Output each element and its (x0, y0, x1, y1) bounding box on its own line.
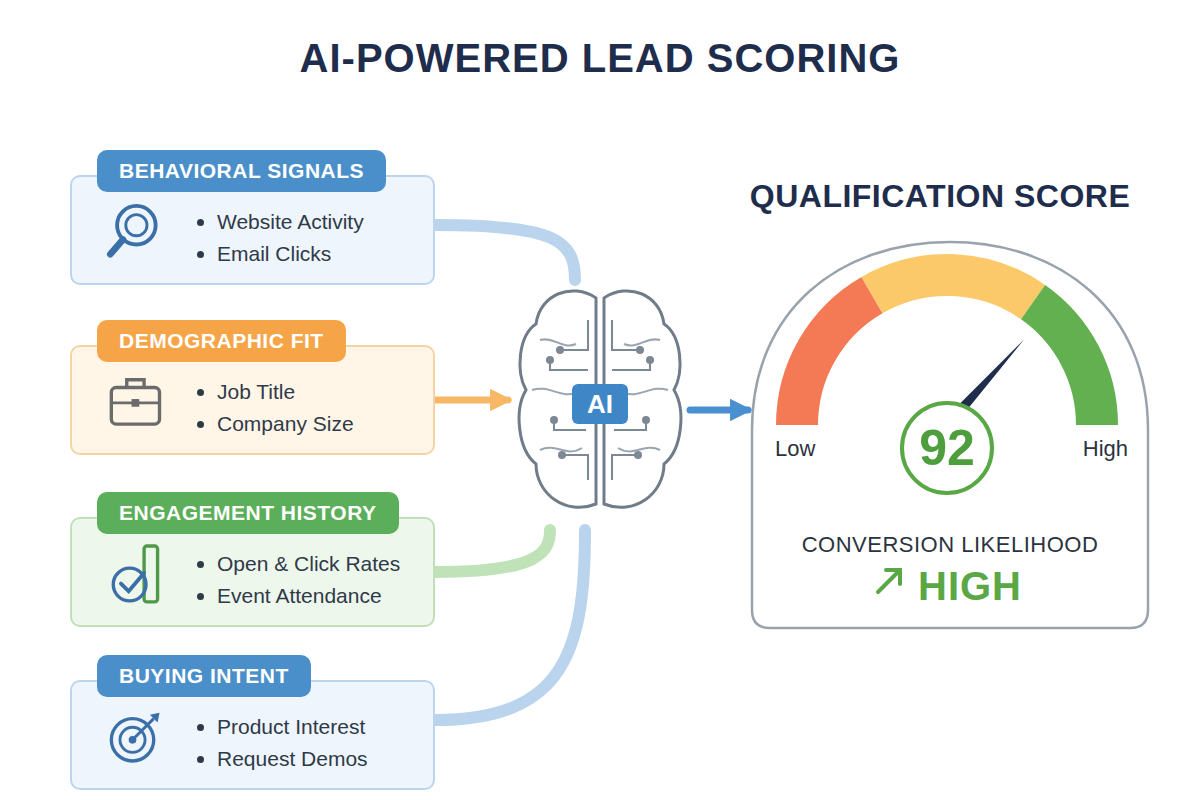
bullet-item: Job Title (197, 379, 295, 405)
section-heading: DEMOGRAPHIC FIT (97, 320, 346, 362)
bullet-item: Email Clicks (197, 241, 331, 267)
score-value: 92 (904, 405, 990, 491)
panel-heading: QUALIFICATION SCORE (695, 178, 1185, 215)
signal-box: BUYING INTENTProduct InterestRequest Dem… (70, 680, 435, 790)
flow-connector (435, 225, 575, 280)
flow-connector (435, 530, 585, 720)
bullet-item: Open & Click Rates (197, 551, 400, 577)
flow-connector (435, 397, 508, 404)
result-value: HIGH (750, 564, 1150, 609)
bullet-item: Product Interest (197, 714, 365, 740)
section-heading: BEHAVIORAL SIGNALS (97, 150, 386, 192)
signal-box: BEHAVIORAL SIGNALSWebsite ActivityEmail … (70, 175, 435, 285)
score-circle: 92 (900, 401, 994, 495)
bullet-item: Website Activity (197, 209, 364, 235)
section-heading: BUYING INTENT (97, 655, 311, 697)
score-gauge-panel: QUALIFICATION SCORELowHighCONVERSION LIK… (750, 240, 1150, 630)
ai-badge: AI (572, 384, 628, 424)
signal-box: ENGAGEMENT HISTORYOpen & Click RatesEven… (70, 517, 435, 627)
gauge-label: High (1083, 436, 1128, 462)
result-caption: CONVERSION LIKELIHOOD (750, 532, 1150, 558)
flow-connector (690, 407, 748, 414)
bullet-item: Request Demos (197, 746, 368, 772)
bullet-item: Event Attendance (197, 583, 382, 609)
bullet-item: Company Size (197, 411, 354, 437)
gauge-label: Low (775, 436, 815, 462)
diagram-title: AI-POWERED LEAD SCORING (0, 36, 1200, 81)
signal-box: DEMOGRAPHIC FITJob TitleCompany Size (70, 345, 435, 455)
flow-connector (435, 530, 550, 572)
ai-brain: AI (510, 280, 690, 530)
section-heading: ENGAGEMENT HISTORY (97, 492, 399, 534)
